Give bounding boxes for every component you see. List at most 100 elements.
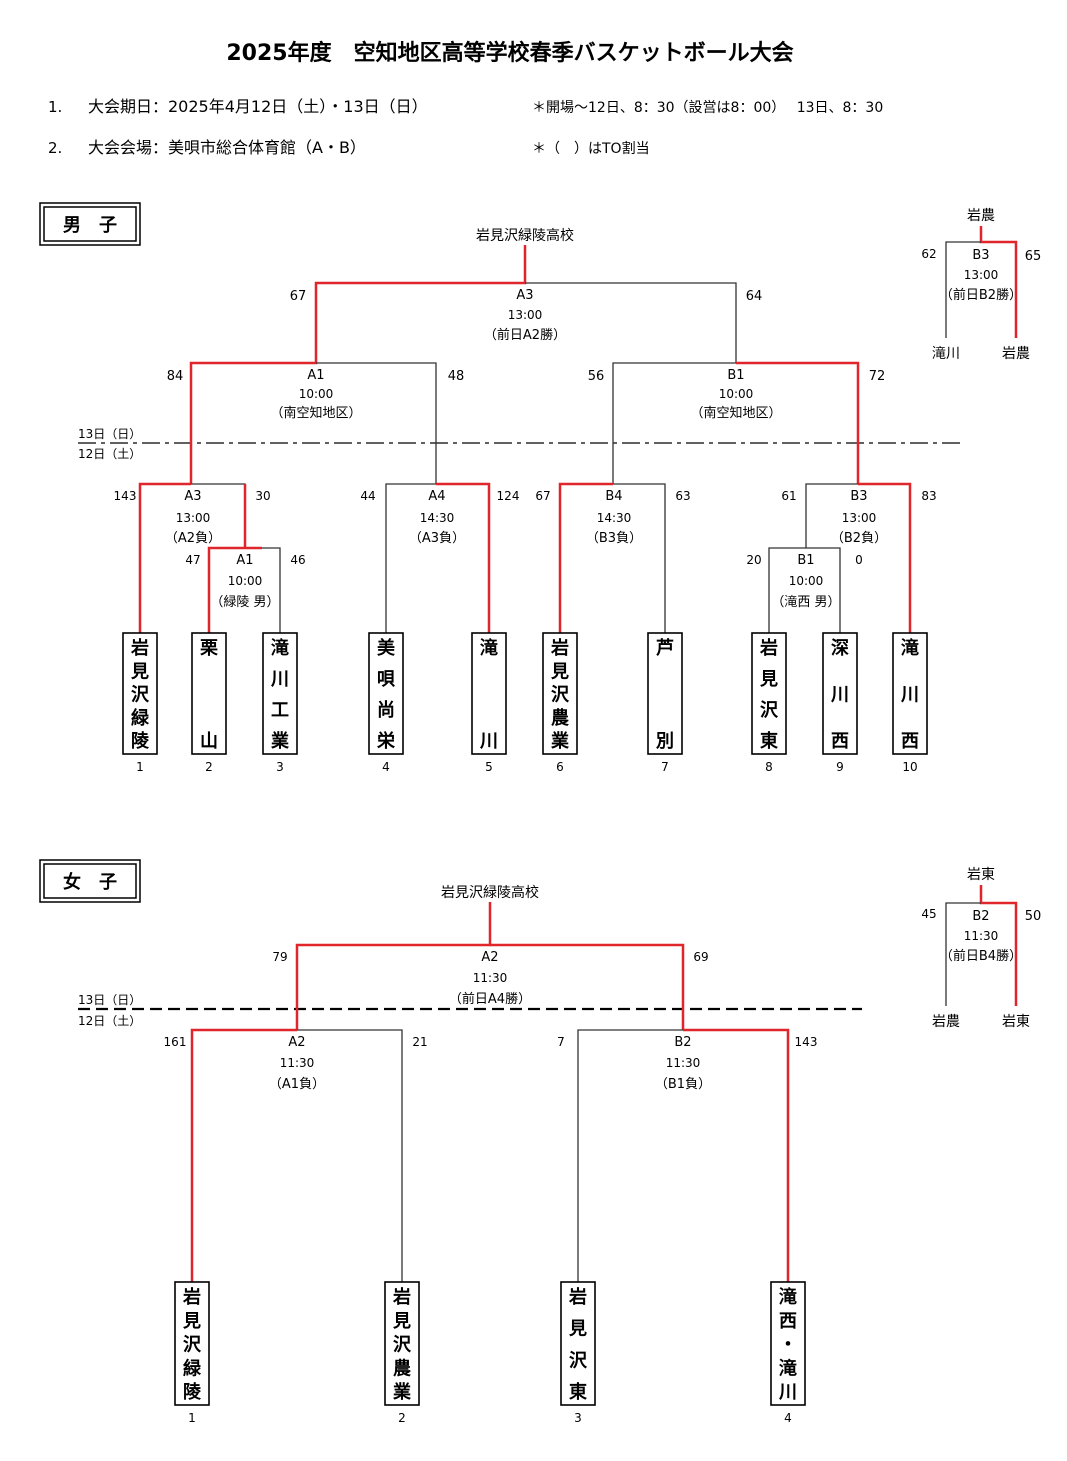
men-team-3: 滝川工業 3 [262,632,298,774]
svg-text:（前日B4勝）: （前日B4勝） [940,948,1022,964]
svg-text:48: 48 [448,369,465,384]
svg-text:男 子: 男 子 [63,215,117,236]
svg-text:46: 46 [290,553,305,567]
men-team-name: 栗山 [200,638,218,752]
svg-text:女 子: 女 子 [63,871,117,893]
svg-text:13:00: 13:00 [508,308,543,322]
women-team-name: 岩見沢緑陵 [182,1286,202,1403]
svg-text:（緑陵 男）: （緑陵 男） [210,595,279,610]
svg-text:B1: B1 [797,553,814,568]
men-team-name: 滝川西 [900,637,919,752]
women-team-number: 4 [784,1411,792,1425]
men-b3-loser [805,483,858,548]
svg-text:61: 61 [781,489,796,503]
men-b4-labels: B4 14:30 （B3負） 67 63 [535,489,690,546]
svg-text:（A3負）: （A3負） [409,531,465,546]
svg-text:A3: A3 [516,288,533,303]
svg-text:30: 30 [255,489,270,503]
men-team-number: 10 [902,760,917,774]
svg-text:72: 72 [869,369,886,384]
svg-text:（前日A2勝）: （前日A2勝） [484,327,566,343]
men-r1-a1-loser [262,547,281,633]
svg-text:B3: B3 [850,489,867,504]
women-team-name: 滝西・滝川 [778,1286,797,1403]
men-a4-labels: A4 14:30 （A3負） 44 124 [360,489,519,546]
women-team-3: 岩見沢東 3 [560,1281,596,1425]
women-semi-a2-labels: A2 11:30 （A1負） 161 21 [164,1035,428,1092]
men-team-name: 岩見沢東 [759,637,779,752]
men-team-name: 芦別 [656,637,674,752]
men-a3-labels: A3 13:00 （A2負） 143 30 [114,489,271,546]
svg-text:7: 7 [557,1035,565,1049]
men-team-2: 栗山 2 [191,632,227,774]
men-champion: 岩見沢緑陵高校 [476,227,574,244]
men-a4-loser [385,483,436,633]
svg-text:10:00: 10:00 [789,574,824,588]
svg-text:11:30: 11:30 [280,1056,315,1070]
svg-text:（B2負）: （B2負） [831,531,887,546]
men-final-path-loser [525,282,737,363]
svg-text:B4: B4 [605,489,622,504]
men-team-name: 岩見沢農業 [550,637,570,752]
svg-text:A2: A2 [288,1035,305,1050]
svg-text:11:30: 11:30 [666,1056,701,1070]
women-team-number: 3 [574,1411,582,1425]
svg-text:84: 84 [167,369,184,384]
svg-text:67: 67 [535,489,550,503]
svg-text:10:00: 10:00 [228,574,263,588]
svg-text:岩農: 岩農 [932,1014,960,1030]
svg-text:13:00: 13:00 [176,511,211,525]
info-2-venue: 大会会場：美唄市総合体育館（A・B） [88,138,366,157]
men-team-10: 滝川西 10 [892,632,928,774]
men-team-number: 5 [485,760,493,774]
svg-text:21: 21 [412,1035,427,1049]
svg-text:（前日A4勝）: （前日A4勝） [449,991,531,1007]
svg-text:B2: B2 [674,1035,691,1050]
svg-text:10:00: 10:00 [299,387,334,401]
men-team-5: 滝川 5 [471,632,507,774]
women-team-name: 岩見沢東 [568,1286,588,1403]
men-team-number: 2 [205,760,213,774]
women-final-labels: A2 11:30 （前日A4勝） 79 69 [272,950,708,1007]
svg-text:83: 83 [921,489,936,503]
info-2-number: 2. [48,139,62,157]
women-champion: 岩見沢緑陵高校 [441,884,539,901]
svg-text:岩東: 岩東 [1002,1014,1030,1030]
svg-text:（B1負）: （B1負） [655,1077,711,1092]
men-semi-b1-winner [736,361,860,484]
svg-text:A2: A2 [481,950,498,965]
men-team-name: 滝川 [479,637,498,752]
svg-text:14:30: 14:30 [597,511,632,525]
men-team-number: 3 [276,760,284,774]
svg-text:44: 44 [360,489,375,503]
svg-text:14:30: 14:30 [420,511,455,525]
svg-text:（A2負）: （A2負） [165,531,221,546]
women-final-winner [295,902,492,1030]
men-semi-a1-winner [189,343,318,484]
men-team-number: 9 [836,760,844,774]
svg-text:A3: A3 [184,489,201,504]
svg-text:64: 64 [746,289,763,304]
men-semi-b1-labels: B1 10:00 （南空知地区） 56 72 [588,368,886,421]
men-third-place: 岩農 B3 13:00 （前日B2勝） 62 65 滝川 岩農 [921,208,1041,362]
men-b4-loser [613,483,666,633]
women-section: 女 子 岩見沢緑陵高校 13日（日） 12日（土） A2 11:30 （前日A4… [39,859,1041,1425]
men-b3-winner [858,482,912,633]
men-r1-b1-labels: B1 10:00 （滝西 男） 20 0 [746,553,862,610]
note-opening: ＊開場～12日、8：30（設営は8：00） 13日、8：30 [532,100,883,116]
svg-text:B3: B3 [972,248,989,263]
men-team-name: 滝川工業 [270,637,290,752]
svg-text:岩東: 岩東 [967,867,995,883]
men-team-name: 美唄尚栄 [376,637,396,752]
women-team-4: 滝西・滝川 4 [770,1281,806,1425]
men-a4-winner [436,482,491,633]
page-title: 2025年度 空知地区高等学校春季バスケットボール大会 [226,40,793,66]
svg-text:20: 20 [746,553,761,567]
women-team-number: 1 [188,1411,196,1425]
